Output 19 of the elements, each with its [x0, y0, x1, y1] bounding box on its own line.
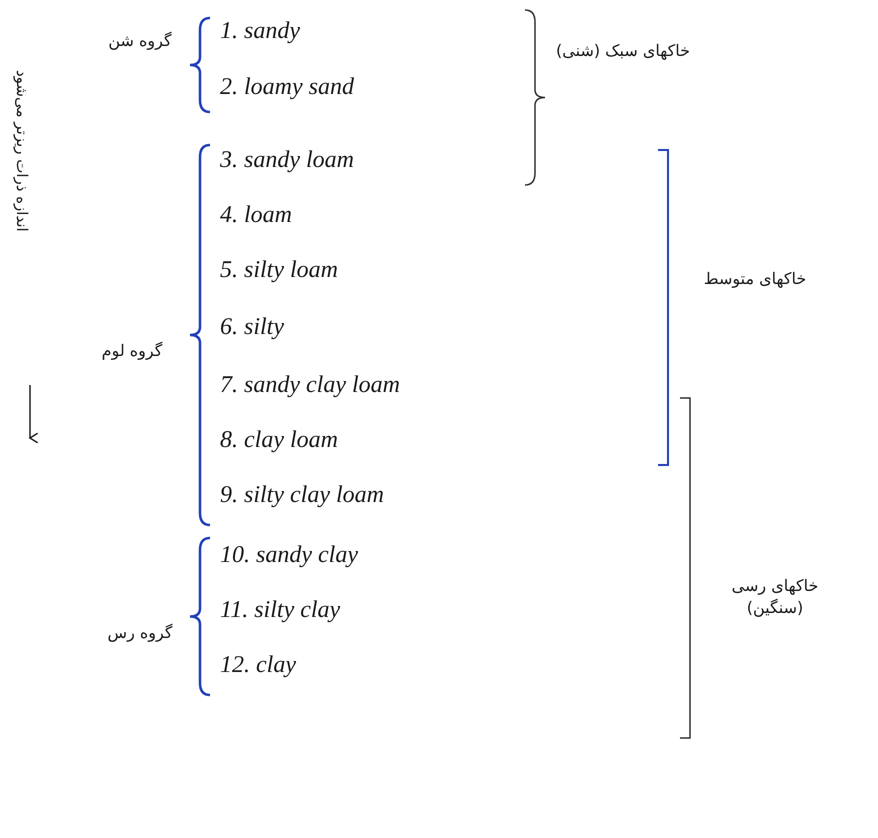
group-label: گروه رس	[106, 622, 174, 644]
soil-class: 4. loam	[220, 201, 292, 230]
soil-class: 11. silty clay	[220, 596, 340, 625]
soil-class: 10. sandy clay	[220, 541, 358, 570]
soil-class: 9. silty clay loam	[220, 481, 384, 510]
soil-class: 5. silty loam	[220, 256, 338, 285]
soil-class: 7. sandy clay loam	[220, 371, 400, 400]
soil-class: 12. clay	[220, 651, 296, 680]
soil-class: 6. silty	[220, 313, 284, 342]
soil-class: 3. sandy loam	[220, 146, 354, 175]
category-label: خاکهای متوسط	[702, 268, 808, 290]
category-label: خاکهای سبک (شنی)	[555, 40, 691, 62]
soil-class: 1. sandy	[220, 17, 300, 46]
axis-note: اندازه ذرات ریزتر می‌شود	[14, 70, 29, 232]
group-label: گروه شن	[107, 30, 173, 52]
soil-class: 8. clay loam	[220, 426, 338, 455]
soil-class: 2. loamy sand	[220, 73, 354, 102]
category-label: خاکهای رسی (سنگین)	[730, 575, 820, 619]
group-label: گروه لوم	[100, 340, 164, 362]
